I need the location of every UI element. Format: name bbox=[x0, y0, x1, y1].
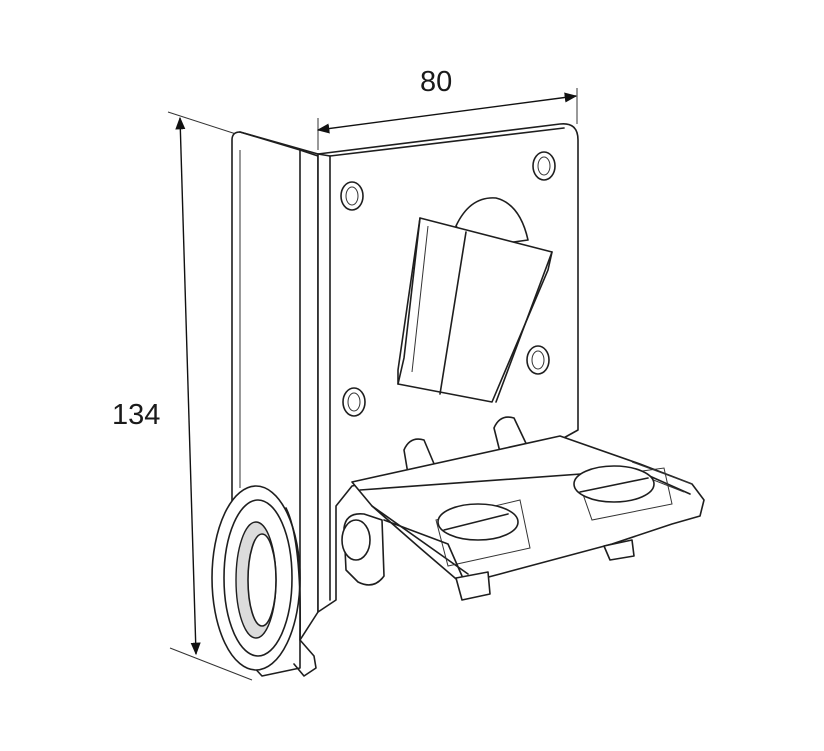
nuts bbox=[455, 539, 635, 601]
side-ring bbox=[211, 485, 317, 677]
width-dimension bbox=[316, 88, 578, 150]
slot-left bbox=[435, 499, 531, 567]
hole-top-left bbox=[340, 181, 364, 211]
height-dimension bbox=[167, 111, 253, 681]
slot-right bbox=[573, 465, 673, 521]
hole-bottom-right bbox=[526, 345, 550, 375]
height-dimension-label: 134 bbox=[112, 399, 161, 431]
mounting-holes bbox=[340, 151, 556, 417]
width-dimension-label: 80 bbox=[420, 66, 453, 98]
hinge-pin bbox=[341, 512, 463, 586]
hole-bottom-left bbox=[342, 387, 366, 417]
clip-wedge bbox=[397, 197, 553, 403]
hole-top-right bbox=[532, 151, 556, 181]
